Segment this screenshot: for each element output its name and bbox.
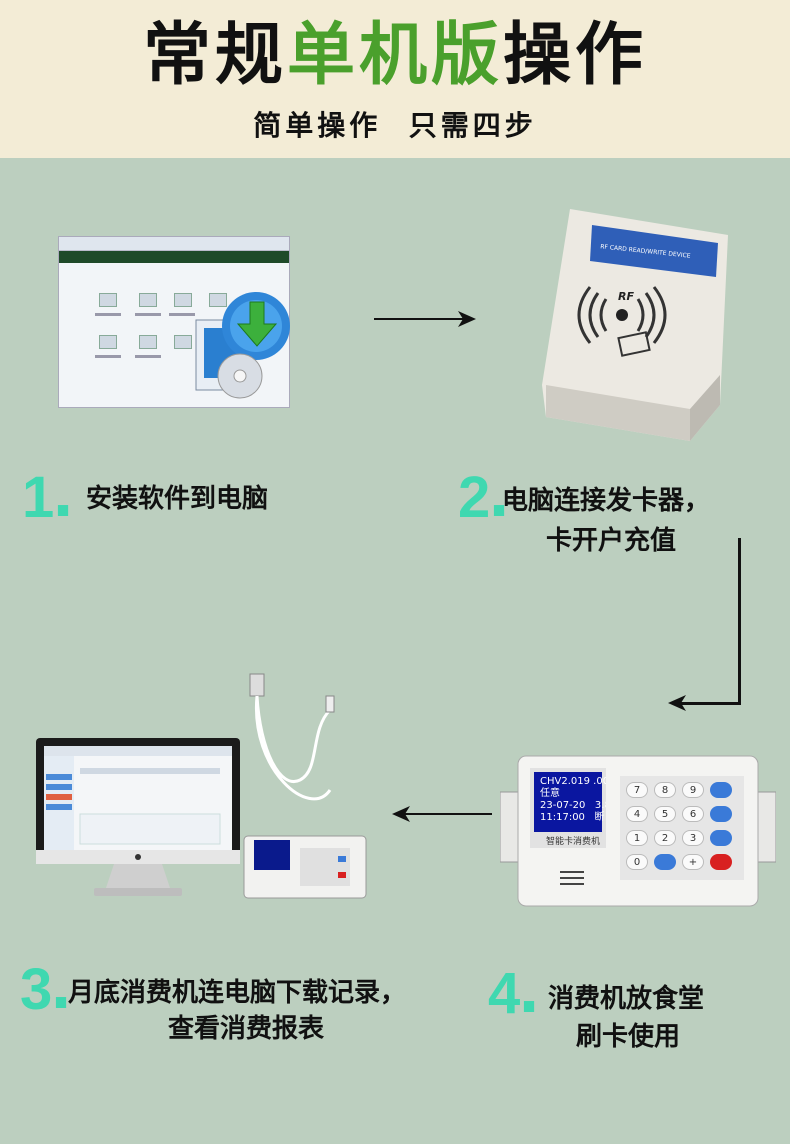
arrow-left-icon — [668, 695, 686, 711]
keypad-key: 8 — [654, 782, 676, 798]
arrow-line — [374, 318, 472, 320]
keypad-function-key — [710, 782, 732, 798]
software-banner — [59, 251, 289, 263]
flow-caption — [169, 313, 195, 316]
flow-node — [139, 293, 157, 307]
page-subtitle: 简单操作 只需四步 — [253, 109, 537, 142]
title-part-1: 常规 — [142, 16, 287, 95]
keypad-key: 7 — [626, 782, 648, 798]
software-titlebar — [59, 237, 289, 251]
arrow-line — [680, 702, 741, 705]
software-package-icon — [195, 292, 290, 399]
keypad-key: 6 — [682, 806, 704, 822]
machine-screen: CHV2.019 .001 任意 23-07-20 3.8V 11:17:00 … — [540, 776, 606, 824]
flow-caption — [95, 355, 121, 358]
arrow-left-icon — [392, 806, 410, 822]
step-2-text-line2: 卡开户充值 — [546, 526, 677, 556]
step-4-text-line1: 消费机放食堂 — [548, 984, 705, 1014]
step-3-text-line1: 月底消费机连电脑下载记录， — [68, 978, 407, 1008]
flow-caption — [95, 313, 121, 316]
step-1-number: 1 — [22, 465, 55, 530]
title-part-2: 单机版 — [286, 16, 503, 95]
title-part-3: 操作 — [503, 16, 648, 95]
step-2-dot: . — [488, 462, 511, 530]
keypad-key: 2 — [654, 830, 676, 846]
step-1-dot: . — [52, 462, 75, 530]
arrow-line — [398, 813, 492, 815]
page-title: 常规单机版操作 — [0, 14, 790, 98]
step-3-number: 3 — [20, 957, 53, 1022]
usb-cable — [249, 673, 335, 801]
flow-caption — [135, 355, 161, 358]
step-1-text: 安装软件到电脑 — [86, 484, 269, 514]
screen-line-3: 23-07-20 3.8V — [540, 800, 606, 811]
flow-node — [139, 335, 157, 349]
step-2-number: 2 — [458, 465, 491, 530]
flow-node — [99, 335, 117, 349]
machine-brand: 智能卡消费机 — [546, 837, 601, 847]
keypad-key: 9 — [682, 782, 704, 798]
arrow-right-icon — [458, 311, 476, 327]
step-2-text-line1: 电脑连接发卡器， — [502, 486, 711, 516]
keypad-key: 5 — [654, 806, 676, 822]
screen-line-1: CHV2.019 .001 — [540, 776, 606, 787]
flow-caption — [135, 313, 161, 316]
keypad-key: 1 — [626, 830, 648, 846]
reader-rf-logo: RF — [618, 290, 634, 303]
keypad-key: 0 — [626, 854, 648, 870]
flow-node — [99, 293, 117, 307]
card-reader-device — [542, 209, 728, 441]
keypad-key: + — [682, 854, 704, 870]
step-3-dot: . — [50, 954, 73, 1022]
keypad-key: 3 — [682, 830, 704, 846]
keypad-function-key — [710, 806, 732, 822]
flow-node — [209, 293, 227, 307]
flow-node — [174, 293, 192, 307]
arrow-line — [738, 538, 741, 704]
header-banner: 常规单机版操作 简单操作 只需四步 — [0, 0, 790, 158]
screen-line-4: 11:17:00 断 网 — [540, 812, 605, 823]
keypad-key: 4 — [626, 806, 648, 822]
keypad-function-key — [710, 830, 732, 846]
step-3-text-line2: 查看消费报表 — [168, 1014, 325, 1044]
screen-line-2: 任意 — [540, 788, 560, 799]
keypad-function-key — [710, 854, 732, 870]
keypad-function-key — [654, 854, 676, 870]
small-consumer-machine — [243, 835, 367, 899]
step-4-text-line2: 刷卡使用 — [576, 1022, 681, 1052]
step-4-number: 4 — [488, 961, 521, 1026]
desktop-computer — [36, 738, 240, 896]
step-4-dot: . — [518, 958, 541, 1026]
flow-node — [174, 335, 192, 349]
